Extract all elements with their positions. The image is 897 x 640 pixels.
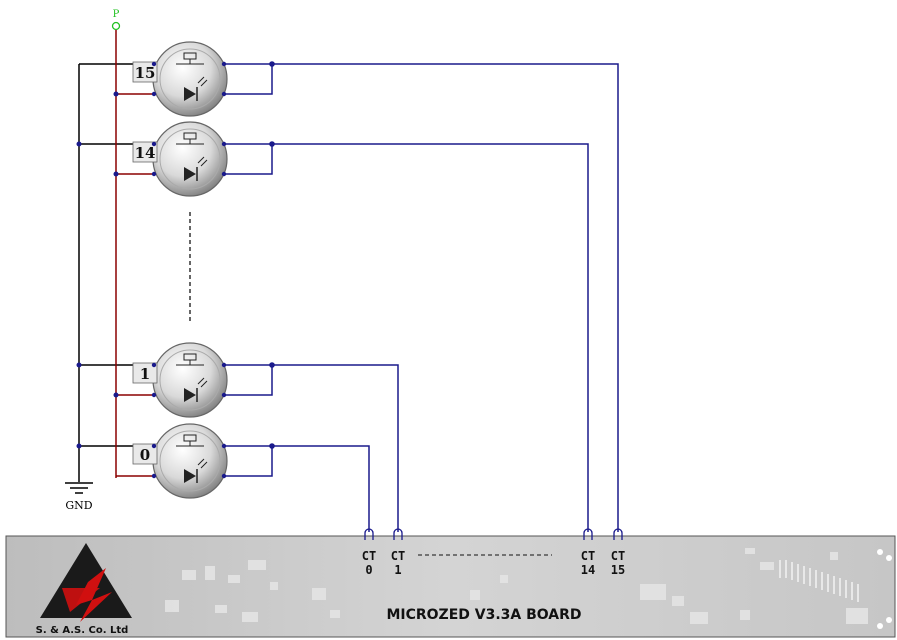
- power-junctions: [113, 91, 119, 398]
- button-terminals: [151, 61, 227, 479]
- signal-wires: [224, 63, 619, 532]
- button-0-label: 0: [140, 446, 150, 464]
- pcb-texture: [165, 548, 868, 624]
- connector-pins: [364, 528, 623, 540]
- led-icon: [184, 156, 208, 181]
- microzed-board: S. & A.S. Co. Ltd MICROZED V3.3A BOARD C…: [5, 535, 896, 638]
- pcb-pins: [779, 560, 859, 602]
- button-1-label: 1: [140, 365, 150, 383]
- button-14-label-box: [132, 141, 158, 163]
- connector-ct0-top: CT: [362, 549, 376, 563]
- connector-ct14-number: 14: [581, 563, 595, 577]
- connector-ct1: CT 1: [391, 549, 405, 577]
- button-15-label-box: [132, 61, 158, 83]
- ground-symbol: [65, 482, 93, 494]
- button-1-label-box: [132, 362, 158, 384]
- led-icon: [184, 458, 208, 483]
- button-15: 15: [132, 41, 228, 117]
- led-icon: [184, 377, 208, 402]
- connector-ct0-number: 0: [365, 563, 372, 577]
- switch-icon: [176, 434, 204, 447]
- switch-icon: [176, 52, 204, 65]
- ground-label: GND: [65, 499, 92, 512]
- button-0: 0: [132, 423, 228, 499]
- button-15-label: 15: [135, 64, 156, 82]
- led-icon: [184, 76, 208, 101]
- connector-ct15-number: 15: [611, 563, 625, 577]
- connector-ct14: CT 14: [581, 549, 595, 577]
- connector-ct1-number: 1: [394, 563, 401, 577]
- button-1: 1: [132, 342, 228, 418]
- power-terminal-icon: [111, 21, 121, 31]
- connector-ct15-top: CT: [611, 549, 625, 563]
- power-rail: [115, 30, 154, 478]
- button-14-label: 14: [135, 144, 156, 162]
- connector-ct15: CT 15: [611, 549, 625, 577]
- signal-junctions: [269, 61, 275, 449]
- button-0-label-box: [132, 443, 158, 465]
- connector-ct14-top: CT: [581, 549, 595, 563]
- ground-junctions: [76, 141, 82, 449]
- connector-ct0: CT 0: [362, 549, 376, 577]
- button-14: 14: [132, 121, 228, 197]
- switch-icon: [176, 132, 204, 145]
- company-logo: [40, 543, 132, 622]
- connector-ct1-top: CT: [391, 549, 405, 563]
- board-title: MICROZED V3.3A BOARD: [386, 607, 581, 623]
- pcb-vias: [877, 549, 892, 629]
- company-name: S. & A.S. Co. Ltd: [36, 625, 129, 636]
- switch-icon: [176, 353, 204, 366]
- power-label: P: [113, 9, 120, 20]
